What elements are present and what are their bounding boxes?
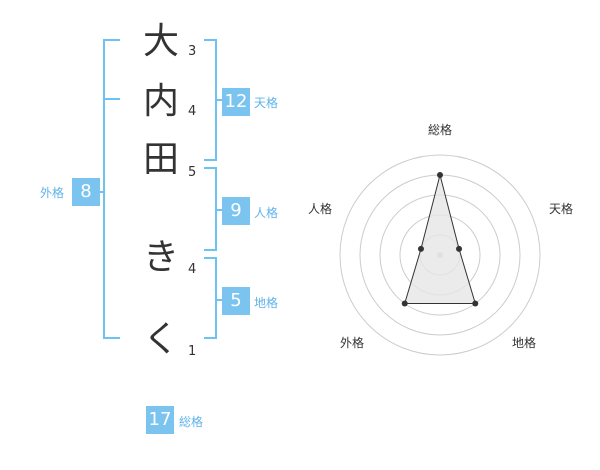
radar-point-1 [456,245,463,252]
stroke-count-3: 5 [188,165,197,180]
chikaku-label: 地格 [254,296,279,310]
tenkaku-value: 12 [222,88,250,116]
name-char-4: き [142,237,179,278]
radar-chart [339,154,541,356]
stroke-count-5: 1 [188,344,197,359]
name-char-1: 大 [142,21,179,62]
radar-points [401,172,479,307]
tenkaku-label: 天格 [254,96,279,110]
radar-axis-label-soukaku: 総格 [428,123,453,137]
chikaku-bracket [204,257,217,339]
jinkaku-value: 9 [222,197,250,225]
radar-point-3 [401,300,408,307]
radar-axis-label-jinkaku: 人格 [308,202,333,216]
gaikaku-label: 外格 [40,186,65,200]
stroke-count-4: 4 [188,262,197,277]
radar-area [404,174,476,304]
name-char-5: く [142,319,179,360]
name-char-3: 田 [142,139,179,180]
radar-axis-label-chikaku: 地格 [512,336,537,350]
soukaku-label: 総格 [179,415,204,429]
stroke-count-1: 3 [188,44,197,59]
radar-ring [339,154,541,356]
radar-axis-label-tenkaku: 天格 [549,202,574,216]
gaikaku-value: 8 [72,178,100,206]
radar-axis-label-gaikaku: 外格 [340,336,365,350]
gaikaku-bracket [103,39,120,339]
chikaku-value: 5 [222,287,250,315]
radar-point-2 [472,300,479,307]
stroke-count-2: 4 [188,104,197,119]
jinkaku-label: 人格 [254,206,279,220]
soukaku-value: 17 [146,406,174,434]
name-char-2: 内 [142,81,179,122]
radar-point-0 [437,172,443,178]
radar-point-4 [417,245,424,252]
